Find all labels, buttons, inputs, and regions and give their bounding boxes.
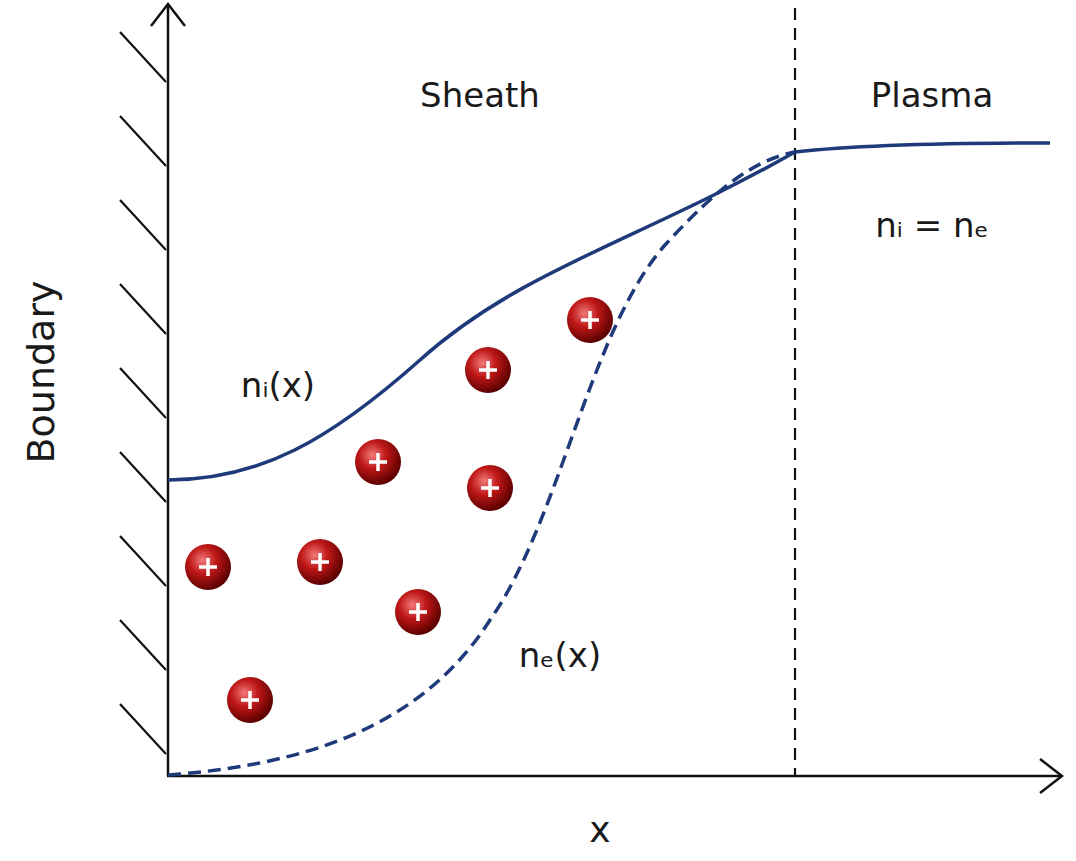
ion-symbol bbox=[355, 439, 401, 485]
curve-label: nₑ(x) bbox=[519, 637, 601, 674]
boundary-label: Boundary bbox=[21, 280, 63, 463]
hatch-line bbox=[120, 368, 166, 418]
hatch-line bbox=[120, 452, 166, 502]
hatch-line bbox=[120, 536, 166, 586]
ion-symbol bbox=[395, 589, 441, 635]
region-label: Plasma bbox=[871, 77, 993, 114]
axis-label: x bbox=[589, 810, 610, 850]
boundary-hatching bbox=[120, 32, 166, 754]
ion-symbol bbox=[297, 539, 343, 585]
hatch-line bbox=[120, 704, 166, 754]
ion-symbol bbox=[567, 297, 613, 343]
hatch-line bbox=[120, 200, 166, 250]
electron-density-curve bbox=[168, 152, 795, 775]
axis-arrowhead bbox=[1040, 759, 1062, 793]
ion-density-curve bbox=[168, 143, 1050, 480]
ion-symbol bbox=[227, 677, 273, 723]
equation-label: nᵢ = nₑ bbox=[875, 207, 988, 244]
ion-symbol bbox=[185, 544, 231, 590]
vertical-axis bbox=[167, 4, 170, 776]
ion-symbol bbox=[467, 465, 513, 511]
sheath-edge-line bbox=[794, 8, 796, 776]
axes bbox=[151, 4, 1062, 793]
hatch-line bbox=[120, 620, 166, 670]
hatch-line bbox=[120, 284, 166, 334]
curve-label: nᵢ(x) bbox=[241, 367, 315, 404]
hatch-line bbox=[120, 116, 166, 166]
axis-arrowhead bbox=[151, 4, 185, 26]
hatch-line bbox=[120, 32, 166, 82]
ion-symbol bbox=[465, 347, 511, 393]
region-label: Sheath bbox=[420, 77, 540, 114]
horizontal-axis bbox=[167, 775, 1062, 778]
ions bbox=[185, 297, 613, 723]
